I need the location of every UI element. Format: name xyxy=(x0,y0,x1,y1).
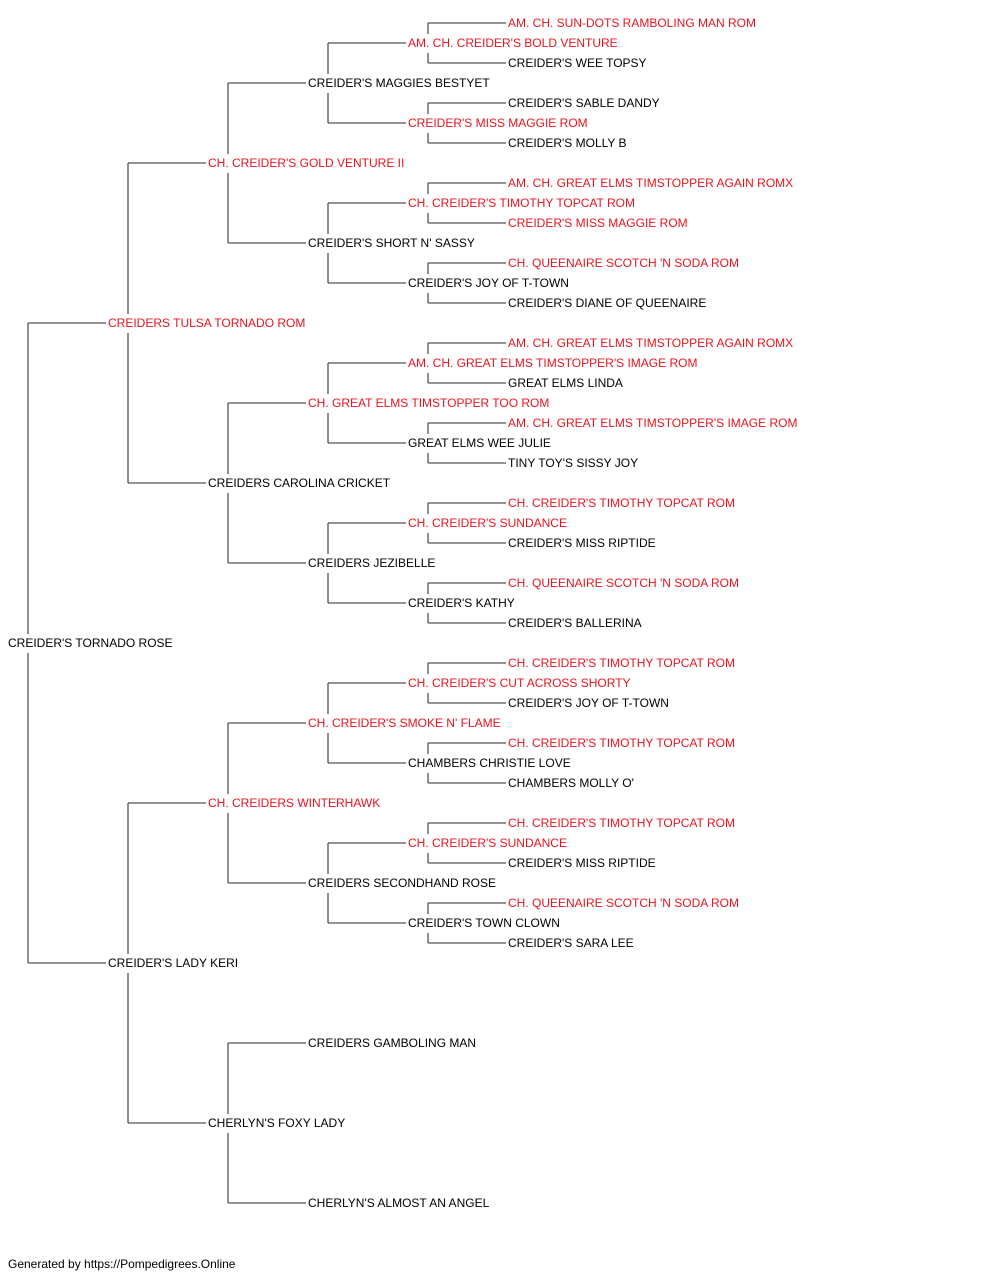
pedigree-sire-gen5: CH. QUEENAIRE SCOTCH 'N SODA ROM xyxy=(508,256,739,270)
pedigree-dam-gen3: CREIDER'S SHORT N' SASSY xyxy=(308,236,475,250)
pedigree-sire-gen5: AM. CH. GREAT ELMS TIMSTOPPER'S IMAGE RO… xyxy=(508,416,798,430)
pedigree-sire-gen2: CH. CREIDER'S GOLD VENTURE II xyxy=(208,156,405,170)
pedigree-dam-gen4: CREIDER'S TOWN CLOWN xyxy=(408,916,560,930)
pedigree-dam-gen4: GREAT ELMS WEE JULIE xyxy=(408,436,551,450)
pedigree-sire-gen5: AM. CH. SUN-DOTS RAMBOLING MAN ROM xyxy=(508,16,757,30)
pedigree-dam-gen4: CREIDER'S MISS MAGGIE ROM xyxy=(408,116,588,130)
pedigree-dam-gen5: CHAMBERS MOLLY O' xyxy=(508,776,634,790)
pedigree-sire-gen5: CH. CREIDER'S TIMOTHY TOPCAT ROM xyxy=(508,496,735,510)
pedigree-dam-gen5: CREIDER'S MISS RIPTIDE xyxy=(508,536,656,550)
pedigree-dam-gen5: CREIDER'S MISS RIPTIDE xyxy=(508,856,656,870)
footer-credit: Generated by https://Pompedigrees.Online xyxy=(8,1257,236,1271)
pedigree-sire-gen5: CH. QUEENAIRE SCOTCH 'N SODA ROM xyxy=(508,576,739,590)
pedigree-dam-gen5: CREIDER'S WEE TOPSY xyxy=(508,56,647,70)
pedigree-dam-gen2: CHERLYN'S FOXY LADY xyxy=(208,1116,346,1130)
pedigree-dam-gen1: CREIDER'S LADY KERI xyxy=(108,956,239,970)
pedigree-sire-gen5: CREIDER'S SABLE DANDY xyxy=(508,96,660,110)
pedigree-dam-gen5: CREIDER'S MOLLY B xyxy=(508,136,627,150)
pedigree-sire-gen5: CH. CREIDER'S TIMOTHY TOPCAT ROM xyxy=(508,736,735,750)
pedigree-dam-gen4: CHAMBERS CHRISTIE LOVE xyxy=(408,756,571,770)
pedigree-dam-gen3: CREIDERS JEZIBELLE xyxy=(308,556,436,570)
pedigree-subject-gen0: CREIDER'S TORNADO ROSE xyxy=(8,636,173,650)
pedigree-dam-gen5: CREIDER'S BALLERINA xyxy=(508,616,642,630)
pedigree-dam-gen3: CHERLYN'S ALMOST AN ANGEL xyxy=(308,1196,490,1210)
pedigree-sire-gen3: CH. CREIDER'S SMOKE N' FLAME xyxy=(308,716,501,730)
pedigree-sire-gen3: CREIDER'S MAGGIES BESTYET xyxy=(308,76,490,90)
pedigree-sire-gen3: CREIDERS GAMBOLING MAN xyxy=(308,1036,477,1050)
pedigree-dam-gen2: CREIDERS CAROLINA CRICKET xyxy=(208,476,391,490)
pedigree-sire-gen4: AM. CH. GREAT ELMS TIMSTOPPER'S IMAGE RO… xyxy=(408,356,698,370)
pedigree-sire-gen2: CH. CREIDERS WINTERHAWK xyxy=(208,796,381,810)
pedigree-sire-gen5: CH. CREIDER'S TIMOTHY TOPCAT ROM xyxy=(508,656,735,670)
pedigree-sire-gen4: CH. CREIDER'S SUNDANCE xyxy=(408,836,567,850)
pedigree-sire-gen4: CH. CREIDER'S CUT ACROSS SHORTY xyxy=(408,676,631,690)
pedigree-dam-gen5: CREIDER'S JOY OF T-TOWN xyxy=(508,696,669,710)
pedigree-sire-gen5: AM. CH. GREAT ELMS TIMSTOPPER AGAIN ROMX xyxy=(508,176,794,190)
pedigree-dam-gen5: CREIDER'S SARA LEE xyxy=(508,936,634,950)
pedigree-dam-gen5: CREIDER'S DIANE OF QUEENAIRE xyxy=(508,296,707,310)
pedigree-dam-gen4: CREIDER'S JOY OF T-TOWN xyxy=(408,276,569,290)
pedigree-sire-gen3: CH. GREAT ELMS TIMSTOPPER TOO ROM xyxy=(308,396,550,410)
pedigree-dam-gen5: TINY TOY'S SISSY JOY xyxy=(508,456,639,470)
pedigree-dam-gen5: CREIDER'S MISS MAGGIE ROM xyxy=(508,216,688,230)
pedigree-dam-gen3: CREIDERS SECONDHAND ROSE xyxy=(308,876,497,890)
pedigree-sire-gen5: AM. CH. GREAT ELMS TIMSTOPPER AGAIN ROMX xyxy=(508,336,794,350)
pedigree-sire-gen4: CH. CREIDER'S SUNDANCE xyxy=(408,516,567,530)
pedigree-sire-gen4: AM. CH. CREIDER'S BOLD VENTURE xyxy=(408,36,618,50)
pedigree-sire-gen1: CREIDERS TULSA TORNADO ROM xyxy=(108,316,306,330)
pedigree-sire-gen4: CH. CREIDER'S TIMOTHY TOPCAT ROM xyxy=(408,196,635,210)
pedigree-dam-gen4: CREIDER'S KATHY xyxy=(408,596,515,610)
pedigree-sire-gen5: CH. QUEENAIRE SCOTCH 'N SODA ROM xyxy=(508,896,739,910)
pedigree-dam-gen5: GREAT ELMS LINDA xyxy=(508,376,623,390)
pedigree-sire-gen5: CH. CREIDER'S TIMOTHY TOPCAT ROM xyxy=(508,816,735,830)
